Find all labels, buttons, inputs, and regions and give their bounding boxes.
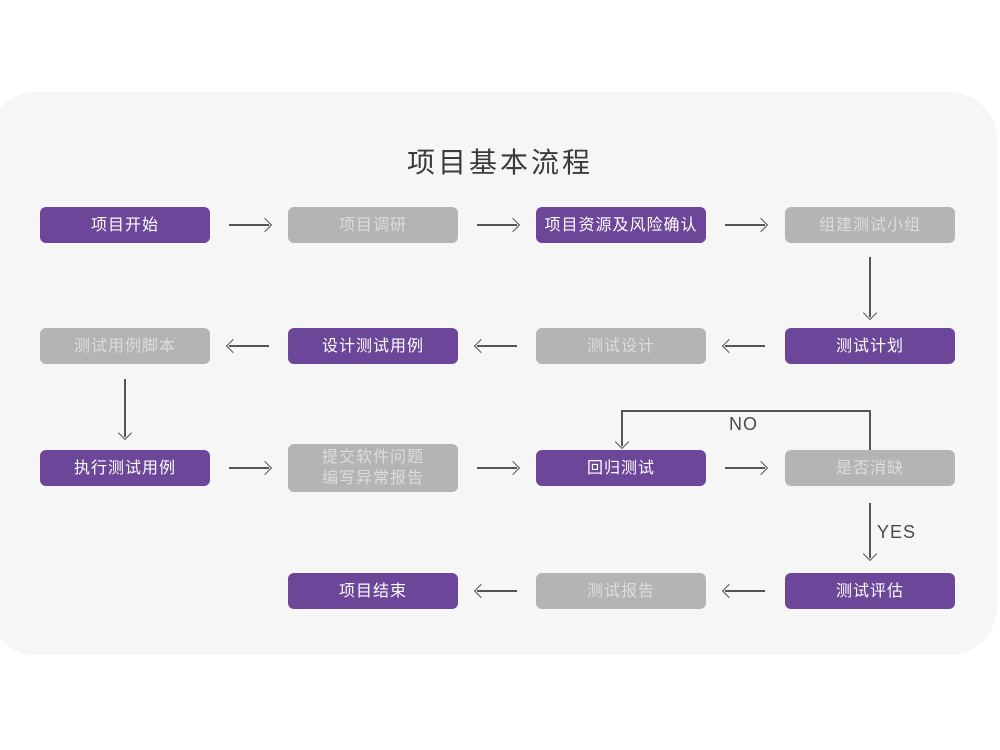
flow-node-defect-check: 是否消缺 — [785, 450, 955, 486]
flow-node-test-report: 测试报告 — [536, 573, 706, 609]
flow-node-submit-issues: 提交软件问题 编写异常报告 — [288, 444, 458, 492]
flow-node-test-evaluation: 测试评估 — [785, 573, 955, 609]
flow-node-submit-issues-line2: 编写异常报告 — [321, 470, 424, 487]
connector-line — [869, 410, 871, 450]
connector-arrow-right — [477, 224, 517, 226]
connector-arrow-right — [477, 467, 517, 469]
connector-arrow-down — [124, 379, 126, 437]
flowchart-card — [0, 92, 997, 655]
flow-node-test-design: 测试设计 — [536, 328, 706, 364]
connector-arrow-left — [725, 345, 765, 347]
connector-arrow-right — [229, 224, 269, 226]
flow-node-project-end: 项目结束 — [288, 573, 458, 609]
branch-label-yes: YES — [877, 522, 917, 542]
flow-node-build-test-team: 组建测试小组 — [785, 207, 955, 243]
connector-arrow-right — [229, 467, 269, 469]
flow-node-resources-risk: 项目资源及风险确认 — [536, 207, 706, 243]
connector-arrow-right — [725, 467, 765, 469]
flow-node-submit-issues-line1: 提交软件问题 — [321, 449, 424, 466]
branch-label-no: NO — [729, 414, 758, 434]
connector-arrow-down — [869, 257, 871, 317]
flow-node-design-test-cases: 设计测试用例 — [288, 328, 458, 364]
flow-node-execute-test-cases: 执行测试用例 — [40, 450, 210, 486]
flow-node-project-research: 项目调研 — [288, 207, 458, 243]
flow-node-project-start: 项目开始 — [40, 207, 210, 243]
connector-arrow-left — [229, 345, 269, 347]
flow-node-regression-test: 回归测试 — [536, 450, 706, 486]
connector-arrow-right — [725, 224, 765, 226]
flow-node-test-plan: 测试计划 — [785, 328, 955, 364]
connector-arrow-left — [725, 590, 765, 592]
connector-arrow-down — [869, 503, 871, 558]
connector-arrow-down — [621, 410, 623, 446]
connector-line — [621, 410, 870, 412]
connector-arrow-left — [477, 345, 517, 347]
flow-node-test-case-scripts: 测试用例脚本 — [40, 328, 210, 364]
diagram-title: 项目基本流程 — [406, 147, 593, 178]
connector-arrow-left — [477, 590, 517, 592]
